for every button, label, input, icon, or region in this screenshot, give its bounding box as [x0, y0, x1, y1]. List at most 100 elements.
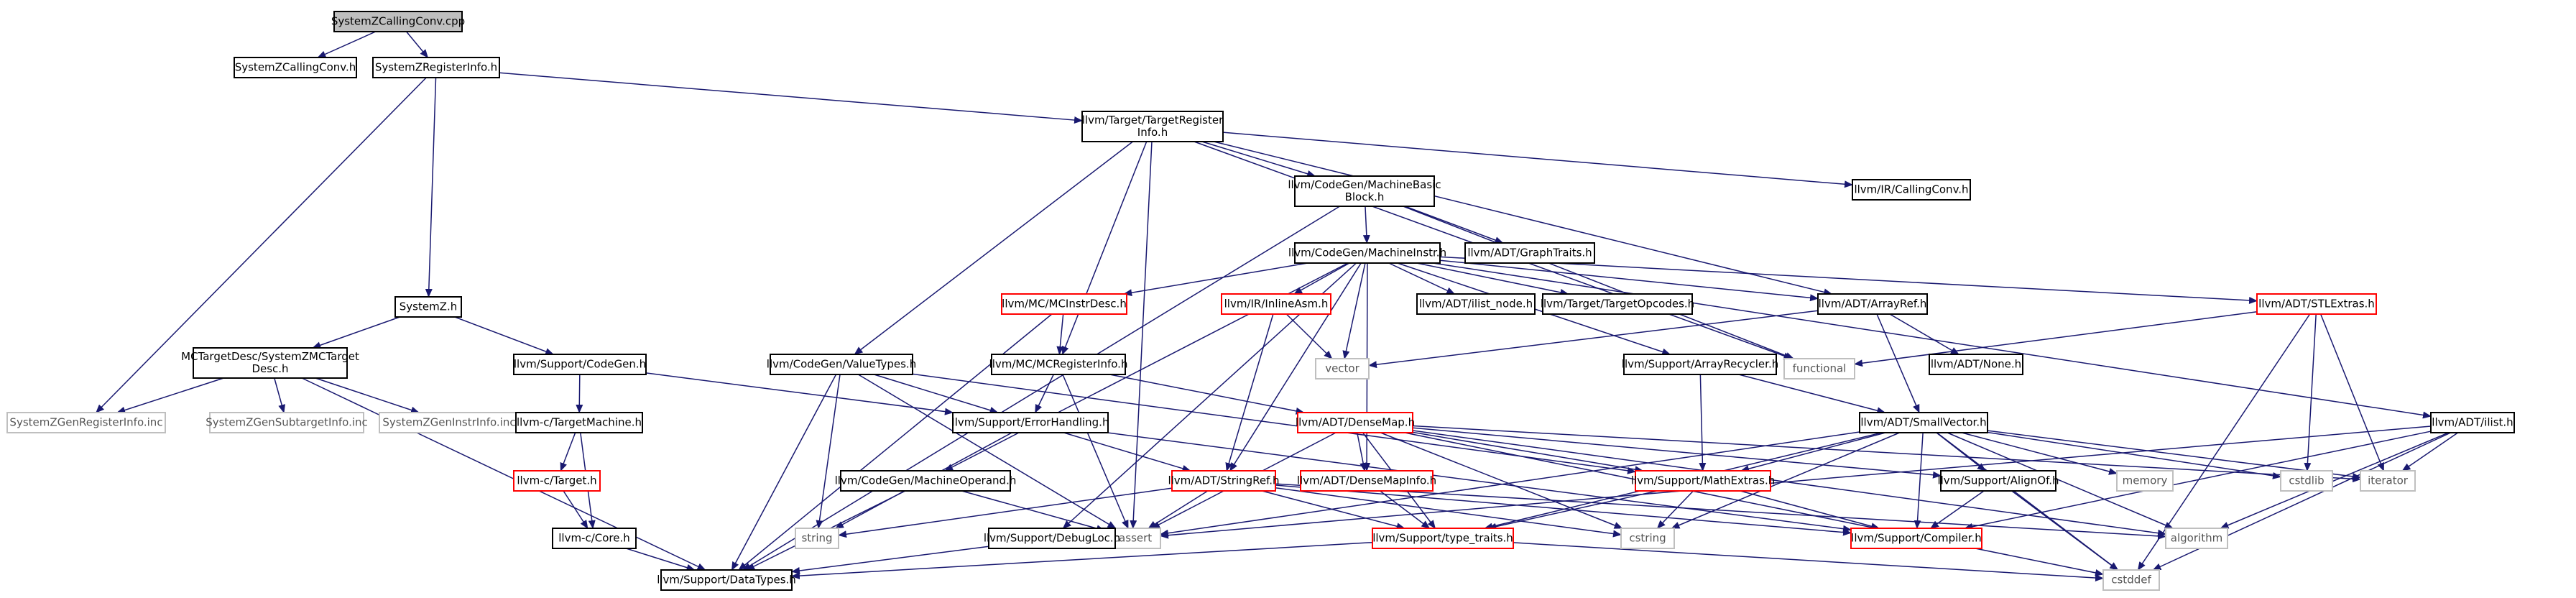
node-box — [1464, 242, 1595, 264]
edge-smallvector_h-to-cstring — [1671, 432, 1900, 529]
edge-debugloc_h-to-datatypes_h — [791, 546, 989, 574]
node-inlineasm-h[interactable]: llvm/IR/InlineAsm.h — [1221, 293, 1331, 315]
node-label: vector — [1325, 362, 1359, 375]
node-label: llvm/ADT/STLExtras.h — [2258, 298, 2375, 310]
node-box — [2430, 412, 2515, 433]
edge-valuetypes_h-to-errorhandling_h — [874, 374, 999, 414]
node-label: llvm/ADT/DenseMapInfo.h — [1297, 474, 1436, 487]
node-label: llvm/Support/AlignOf.h — [1937, 474, 2059, 487]
edge-mi_h-to-vector — [1342, 262, 1366, 359]
node-box — [840, 470, 1011, 492]
edge-systemz_h-to-mctd_h — [312, 316, 400, 349]
node-mcinstrdesc-h[interactable]: llvm/MC/MCInstrDesc.h — [1001, 293, 1127, 315]
node-llvmc-core-h[interactable]: llvm-c/Core.h — [552, 528, 637, 549]
node-none-h[interactable]: llvm/ADT/None.h — [1929, 354, 2023, 375]
node-cstddef: cstddef — [2102, 569, 2160, 591]
edge-alignof_h-to-compiler_h — [1930, 490, 1985, 529]
node-compiler-h[interactable]: llvm/Support/Compiler.h — [1850, 528, 1982, 549]
node-label: llvm/Support/CodeGen.h — [514, 358, 646, 371]
node-box — [1372, 528, 1514, 549]
edge-mathextras_h-to-typetraits_h — [1487, 490, 1658, 530]
node-box — [1850, 528, 1982, 549]
node-targetopcodes-h[interactable]: llvm/Target/TargetOpcodes.h — [1541, 293, 1694, 315]
node-debugloc-h[interactable]: llvm/Support/DebugLoc.h — [984, 528, 1120, 549]
node-cc-cpp[interactable]: SystemZCallingConv.cpp — [331, 11, 465, 32]
node-supcodegen-h[interactable]: llvm/Support/CodeGen.h — [513, 354, 647, 375]
node-label: SystemZGenRegisterInfo.inc — [9, 416, 162, 429]
node-functional: functional — [1783, 358, 1855, 380]
node-errorhandling-h[interactable]: llvm/Support/ErrorHandling.h — [952, 412, 1109, 433]
edge-arrayref_h-to-none_h — [1889, 313, 1959, 355]
edge-smallvector_h-to-iterator — [1987, 430, 2361, 480]
node-algorithm: algorithm — [2165, 528, 2228, 549]
edge-mathextras_h-to-cstring — [1656, 490, 1694, 529]
node-label: llvm/ADT/ArrayRef.h — [1819, 298, 1927, 310]
node-box — [2280, 470, 2333, 492]
node-arrayref-h[interactable]: llvm/ADT/ArrayRef.h — [1817, 293, 1928, 315]
edge-llvmc_core_h-to-datatypes_h — [626, 548, 696, 571]
node-box — [1294, 242, 1441, 264]
node-string: string — [795, 528, 839, 549]
node-datatypes-h[interactable]: llvm/Support/DataTypes.h — [657, 569, 796, 591]
edge-densemapinfo_h-to-typetraits_h — [1380, 490, 1431, 529]
node-box — [372, 57, 500, 78]
edge-densemap_h-to-alignof_h — [1412, 427, 1942, 479]
node-systemz-h[interactable]: SystemZ.h — [394, 296, 462, 318]
node-typetraits-h[interactable]: llvm/Support/type_traits.h — [1372, 528, 1514, 549]
node-targetmachine-h[interactable]: llvm-c/TargetMachine.h — [515, 412, 643, 433]
node-box — [1315, 358, 1370, 380]
node-label: Desc.h — [251, 362, 288, 375]
edge-tri_h-to-mbb_h — [1201, 141, 1316, 178]
node-mi-h[interactable]: llvm/CodeGen/MachineInstr.h — [1288, 242, 1446, 264]
node-target-h[interactable]: llvm-c/Target.h — [513, 470, 601, 492]
node-box — [6, 412, 166, 433]
node-reginfo-h[interactable]: SystemZRegisterInfo.h — [372, 57, 500, 78]
node-arrayrecycler-h[interactable]: llvm/Support/ArrayRecycler.h — [1622, 354, 1778, 375]
edge-ilist_h-to-algorithm — [2220, 432, 2449, 529]
node-smallvector-h[interactable]: llvm/ADT/SmallVector.h — [1859, 412, 1988, 433]
edge-smallvector_h-to-compiler_h — [1913, 432, 1924, 529]
node-label: memory — [2123, 474, 2168, 487]
node-mcreginfo-h[interactable]: llvm/MC/MCRegisterInfo.h — [989, 354, 1128, 375]
node-box — [2102, 569, 2160, 591]
node-box — [1221, 293, 1331, 315]
node-densemapinfo-h[interactable]: llvm/ADT/DenseMapInfo.h — [1297, 470, 1436, 492]
node-label: SystemZGenInstrInfo.inc — [382, 416, 515, 429]
node-ilist-h[interactable]: llvm/ADT/ilist.h — [2430, 412, 2515, 433]
edge-inlineasm_h-to-vector — [1285, 313, 1333, 359]
node-box — [988, 528, 1116, 549]
edge-stringref_h-to-algorithm — [1275, 483, 2166, 540]
edge-mi_h-to-arrayref_h — [1439, 259, 1819, 302]
node-label: llvm/Support/ArrayRecycler.h — [1622, 358, 1778, 371]
node-stlextras-h[interactable]: llvm/ADT/STLExtras.h — [2256, 293, 2377, 315]
node-alignof-h[interactable]: llvm/Support/AlignOf.h — [1937, 470, 2059, 492]
node-label: llvm-c/Core.h — [558, 532, 630, 545]
node-valuetypes-h[interactable]: llvm/CodeGen/ValueTypes.h — [767, 354, 916, 375]
edge-typetraits_h-to-cstddef — [1513, 542, 2104, 581]
node-box — [209, 412, 364, 433]
node-densemap-h[interactable]: llvm/ADT/DenseMap.h — [1296, 412, 1415, 433]
edge-valuetypes_h-to-cassert — [858, 374, 1117, 529]
node-box — [1620, 528, 1675, 549]
node-ircc-h[interactable]: llvm/IR/CallingConv.h — [1852, 179, 1971, 201]
edge-ilist_h-to-cstddef — [2152, 432, 2451, 571]
edge-arrayrecycler_h-to-smallvector_h — [1738, 374, 1886, 415]
node-box — [1940, 470, 2056, 492]
node-box — [515, 412, 643, 433]
node-box — [552, 528, 637, 549]
node-graphtraits-h[interactable]: llvm/ADT/GraphTraits.h — [1464, 242, 1595, 264]
node-label: SystemZGenSubtargetInfo.inc — [206, 416, 368, 429]
node-mathextras-h[interactable]: llvm/Support/MathExtras.h — [1631, 470, 1775, 492]
node-machineoperand-h[interactable]: llvm/CodeGen/MachineOperand.h — [835, 470, 1017, 492]
node-box — [1929, 354, 2023, 375]
node-label: cassert — [1113, 532, 1152, 545]
node-label: llvm/Support/MathExtras.h — [1631, 474, 1775, 487]
node-cc-h[interactable]: SystemZCallingConv.h — [234, 57, 357, 78]
node-stringref-h[interactable]: llvm/ADT/StringRef.h — [1168, 470, 1280, 492]
node-ilistnode-h[interactable]: llvm/ADT/ilist_node.h — [1416, 293, 1536, 315]
node-label: SystemZ.h — [400, 300, 458, 313]
